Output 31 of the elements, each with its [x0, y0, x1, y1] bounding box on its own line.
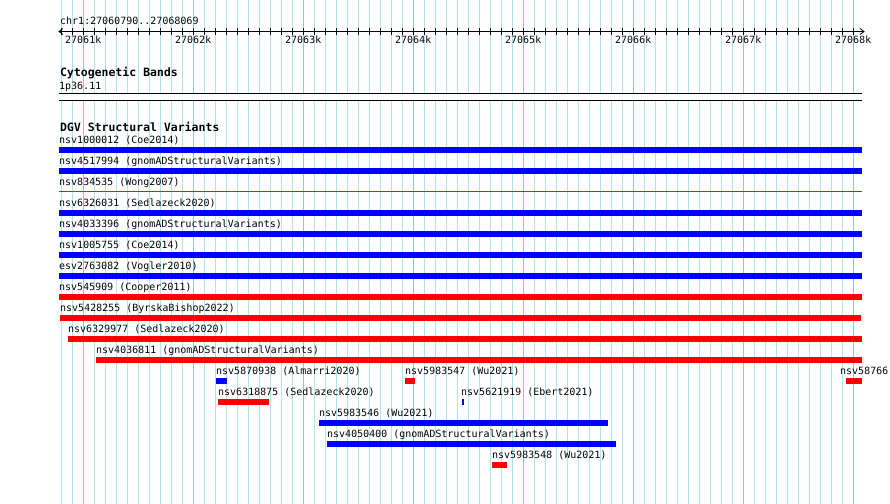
variant-label: nsv545909 (Cooper2011) — [59, 282, 192, 293]
band-label: 1p36.11 — [59, 81, 102, 92]
tick-label: 27067k — [725, 35, 762, 46]
tick-label: 27064k — [395, 35, 432, 46]
variant-label: nsv4033396 (gnomADStructuralVariants) — [59, 219, 283, 230]
variant-label: nsv5983546 (Wu2021) — [319, 408, 434, 419]
variant-label: nsv58766 — [840, 366, 888, 377]
variant-label: nsv6326031 (Sedlazeck2020) — [59, 198, 217, 209]
location-label: chr1:27060790..27068069 — [60, 16, 198, 27]
track-title: Cytogenetic Bands — [60, 66, 178, 79]
variant-label: nsv5870938 (Almarri2020) — [216, 366, 360, 377]
tick-label: 27063k — [285, 35, 322, 46]
variant-label: nsv5621919 (Ebert2021) — [461, 387, 594, 398]
variant-label: nsv4036811 (gnomADStructuralVariants) — [96, 345, 320, 356]
variant-label: nsv5983547 (Wu2021) — [405, 366, 520, 377]
variant-label: nsv4050400 (gnomADStructuralVariants) — [327, 429, 551, 440]
variant-label: nsv1005755 (Coe2014) — [59, 240, 180, 251]
tick-label: 27066k — [615, 35, 652, 46]
tick-label: 27068k — [835, 35, 872, 46]
variant-label: nsv5428255 (ByrskaBishop2022) — [60, 303, 236, 314]
tick-label: 27065k — [505, 35, 542, 46]
variant-label: esv2763082 (Vogler2010) — [59, 261, 198, 272]
variant-label: nsv5983548 (Wu2021) — [492, 450, 606, 461]
variant-label: nsv6318875 (Sedlazeck2020) — [218, 387, 375, 398]
variant-label: nsv4517994 (gnomADStructuralVariants) — [59, 156, 283, 167]
track-title: DGV Structural Variants — [60, 121, 220, 134]
variant-label: nsv6329977 (Sedlazeck2020) — [68, 324, 226, 335]
variant-label: nsv834535 (Wong2007) — [59, 177, 180, 188]
tick-label: 27062k — [175, 35, 212, 46]
variant-label: nsv1000012 (Coe2014) — [59, 135, 180, 146]
tick-label: 27061k — [65, 35, 102, 46]
